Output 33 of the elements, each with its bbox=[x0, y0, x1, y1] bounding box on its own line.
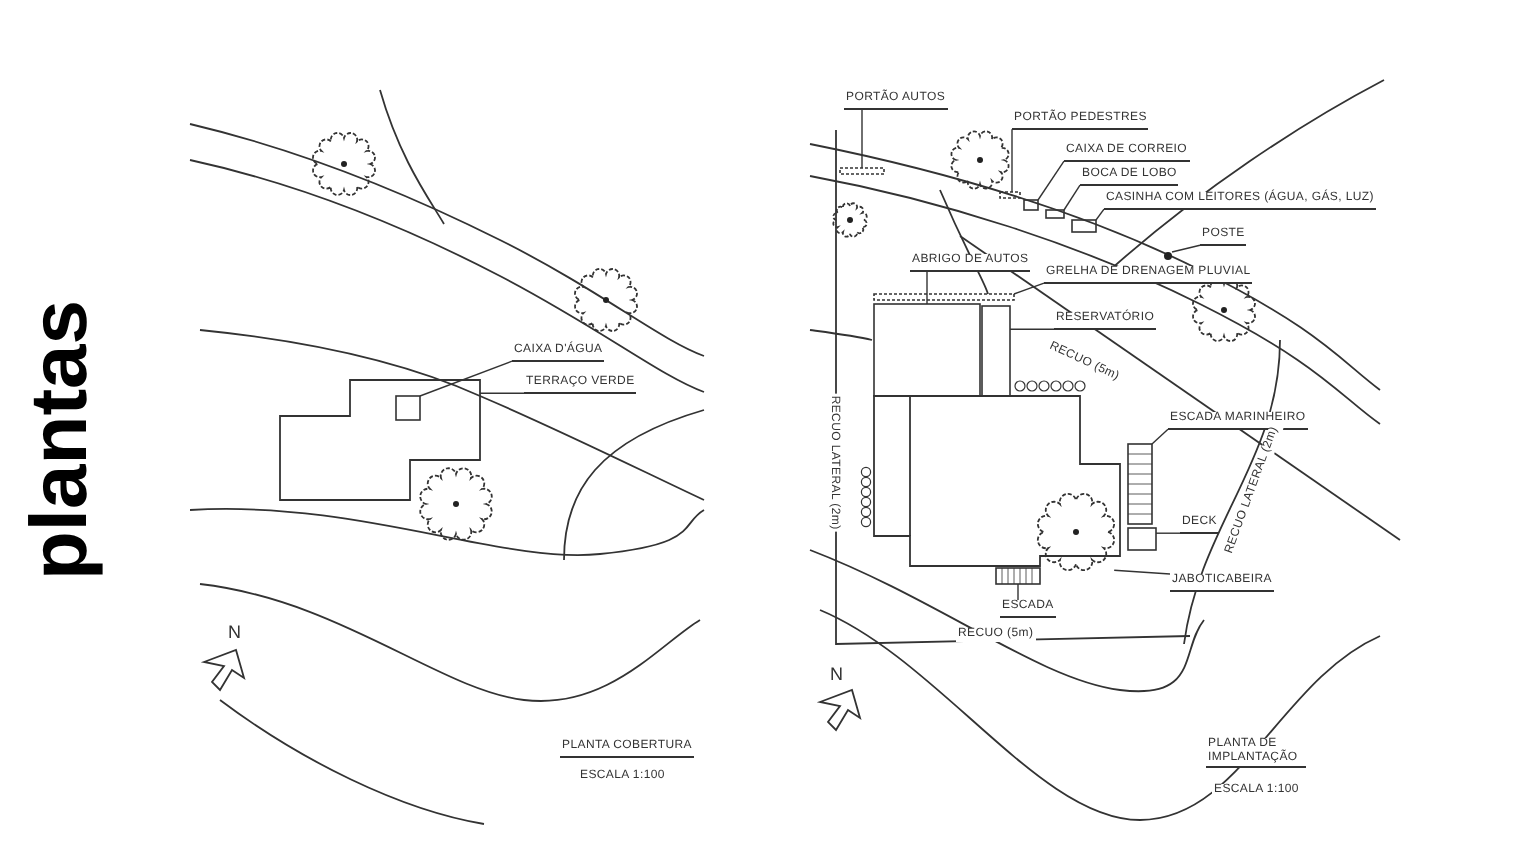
gate-bar bbox=[999, 191, 1021, 199]
reservoir-box bbox=[981, 305, 1011, 397]
leader-line bbox=[926, 270, 928, 305]
leader-line bbox=[1171, 244, 1201, 253]
leader-line bbox=[1095, 208, 1105, 221]
leader-line bbox=[1063, 184, 1081, 211]
leader-line bbox=[1113, 569, 1171, 575]
meter-cabinet-box bbox=[1071, 219, 1097, 233]
utility-pole-dot bbox=[1164, 252, 1172, 260]
drain-grate-bar bbox=[873, 293, 1015, 301]
leader-line bbox=[1037, 160, 1065, 201]
deck-box bbox=[1127, 527, 1157, 551]
storm-drain-box bbox=[1045, 209, 1065, 219]
roof-outline bbox=[279, 379, 481, 501]
leader-line bbox=[861, 108, 863, 169]
leader-line bbox=[1013, 282, 1045, 295]
gate-bar bbox=[839, 167, 885, 175]
leader-line bbox=[1151, 428, 1169, 445]
mailbox-box bbox=[1023, 199, 1039, 211]
title: plantas bbox=[16, 299, 106, 580]
north-label: N bbox=[828, 666, 846, 686]
tree-drawing bbox=[1036, 492, 1116, 572]
leader-line bbox=[419, 360, 513, 397]
leader-line bbox=[1017, 583, 1019, 601]
leader-line bbox=[479, 392, 525, 394]
leader-line bbox=[1155, 532, 1181, 534]
north-label: N bbox=[226, 624, 244, 644]
leader-line bbox=[1011, 128, 1013, 193]
ladder-bar bbox=[1127, 443, 1153, 525]
leader-line bbox=[1009, 328, 1055, 330]
water-tank-box bbox=[395, 395, 421, 421]
stairs-box bbox=[995, 567, 1041, 585]
carport-box bbox=[873, 303, 981, 397]
